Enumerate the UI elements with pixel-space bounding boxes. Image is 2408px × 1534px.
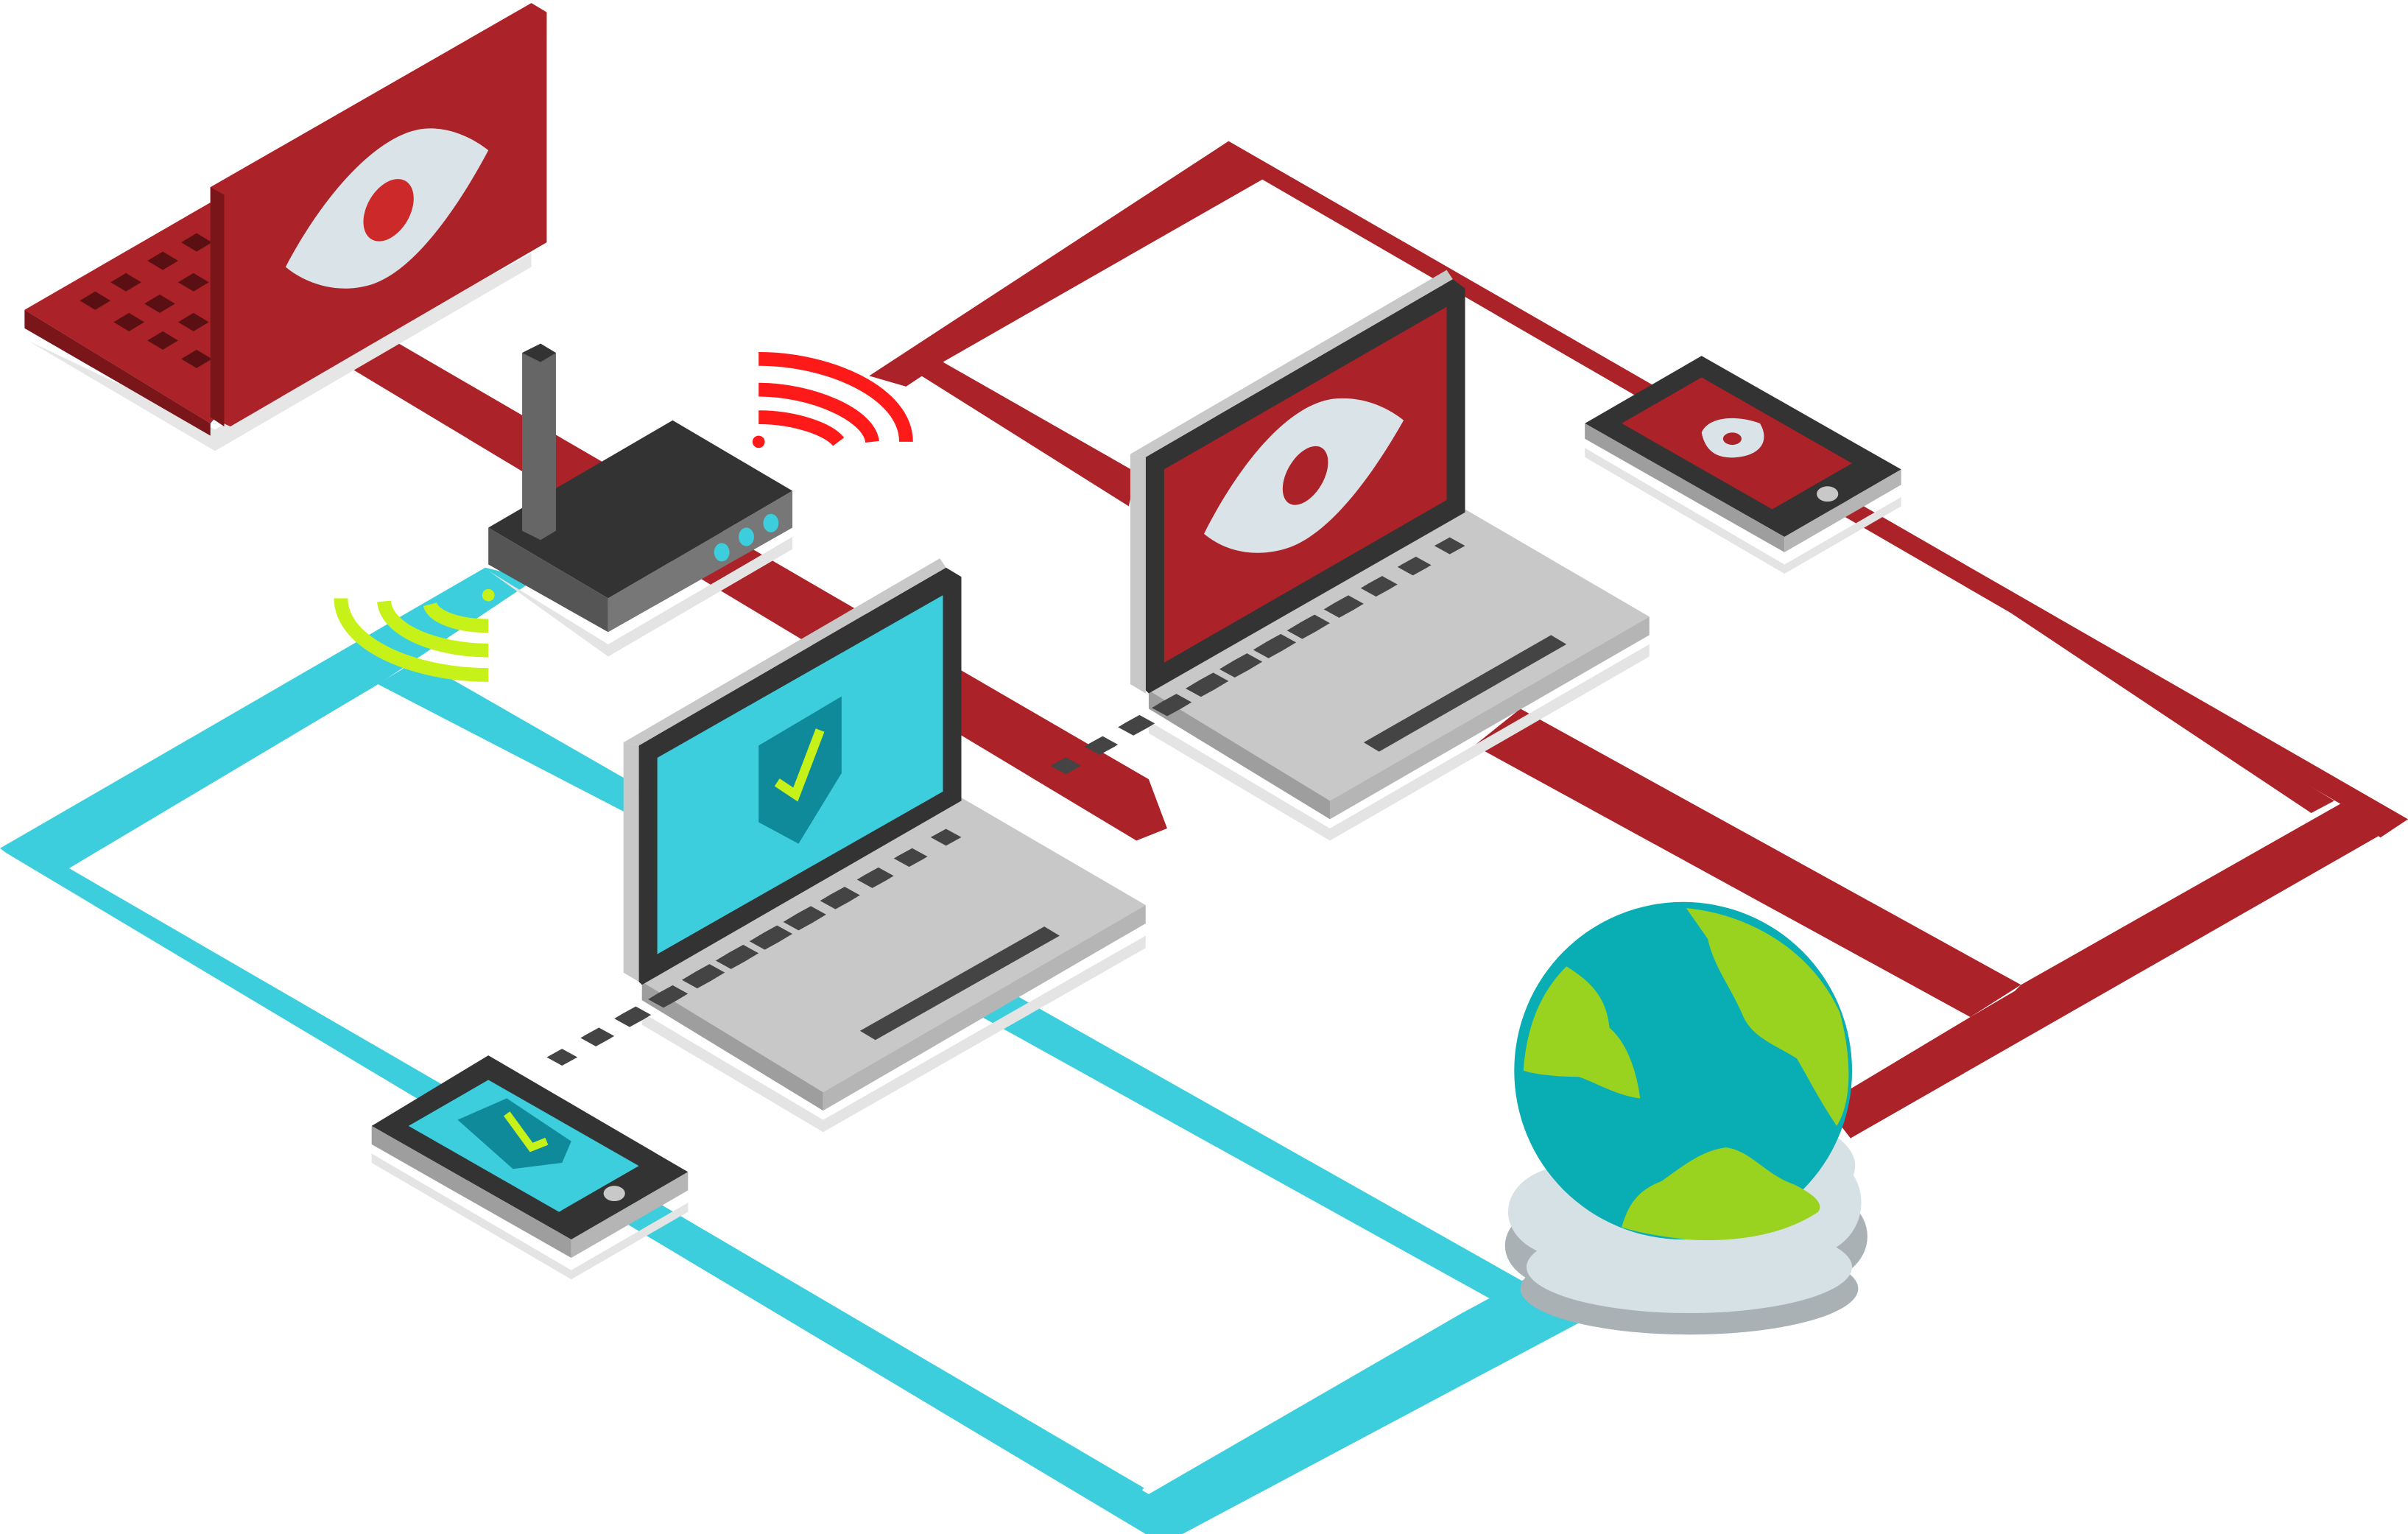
wireless-router bbox=[488, 343, 793, 657]
keyboard-key bbox=[820, 892, 851, 910]
secure-network-lines bbox=[0, 567, 1601, 1534]
globe-continents bbox=[1523, 908, 1849, 1241]
laptop-base bbox=[1148, 509, 1650, 801]
red-loop-right bbox=[1824, 803, 2408, 1139]
wifi-signal-red-icon bbox=[752, 352, 913, 448]
keyboard-key bbox=[1118, 718, 1149, 736]
keyboard-key bbox=[580, 1029, 612, 1046]
keyboard-key bbox=[856, 870, 888, 888]
keyboard-key bbox=[1152, 699, 1183, 717]
red-bar-laptop-to-globe bbox=[1474, 708, 2021, 1018]
keyboard-key bbox=[930, 828, 962, 846]
red-bar-inner bbox=[909, 362, 1137, 507]
cyan-bar-router-down bbox=[378, 659, 645, 813]
keyboard-key bbox=[749, 932, 781, 950]
keyboard-key bbox=[1253, 641, 1284, 658]
eye-icon bbox=[1701, 418, 1764, 458]
keyboard bbox=[1050, 537, 1465, 775]
compromised-laptop-top-left bbox=[24, 3, 547, 451]
shield-check-icon bbox=[457, 1098, 571, 1169]
internet-globe bbox=[1504, 901, 1867, 1335]
keyboard-key bbox=[1185, 680, 1217, 697]
cyan-bar-tablet-to-bottom bbox=[630, 1204, 1144, 1504]
cyan-bar-laptop-to-globe bbox=[974, 993, 1536, 1307]
keyboard-key bbox=[715, 951, 747, 969]
keyboard-key bbox=[648, 991, 679, 1008]
compromised-tablet bbox=[1585, 356, 1901, 574]
keyboard-key bbox=[893, 850, 925, 868]
secure-tablet bbox=[371, 1055, 689, 1280]
keyboard-key bbox=[681, 971, 713, 989]
keyboard bbox=[546, 828, 962, 1066]
red-loop-upper bbox=[869, 141, 2408, 838]
router-top bbox=[488, 420, 793, 599]
wifi-signal-green-icon bbox=[334, 588, 495, 682]
eye-icon bbox=[285, 128, 489, 289]
compromised-laptop-center bbox=[1050, 270, 1650, 841]
red-bar-to-tablet bbox=[1850, 506, 2334, 813]
keyboard-key bbox=[1084, 738, 1116, 756]
keyboard-key bbox=[546, 1049, 578, 1066]
keyboard-key bbox=[614, 1010, 645, 1027]
eye-icon bbox=[1204, 398, 1404, 553]
keyboard-key bbox=[783, 913, 814, 931]
laptop-base bbox=[641, 798, 1146, 1093]
secure-laptop bbox=[546, 558, 1146, 1133]
router-antenna bbox=[522, 343, 556, 541]
keyboard-key bbox=[1050, 757, 1082, 775]
